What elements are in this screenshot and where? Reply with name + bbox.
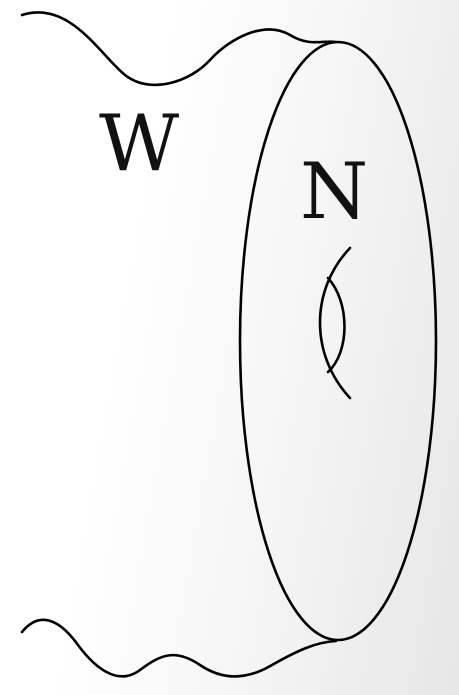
- hole-right-arc: [328, 278, 345, 372]
- n-label: N: [300, 147, 368, 237]
- w-bottom-boundary: [22, 620, 336, 676]
- w-top-boundary: [22, 12, 336, 84]
- n-ellipse: [240, 42, 436, 640]
- w-label: W: [99, 99, 179, 189]
